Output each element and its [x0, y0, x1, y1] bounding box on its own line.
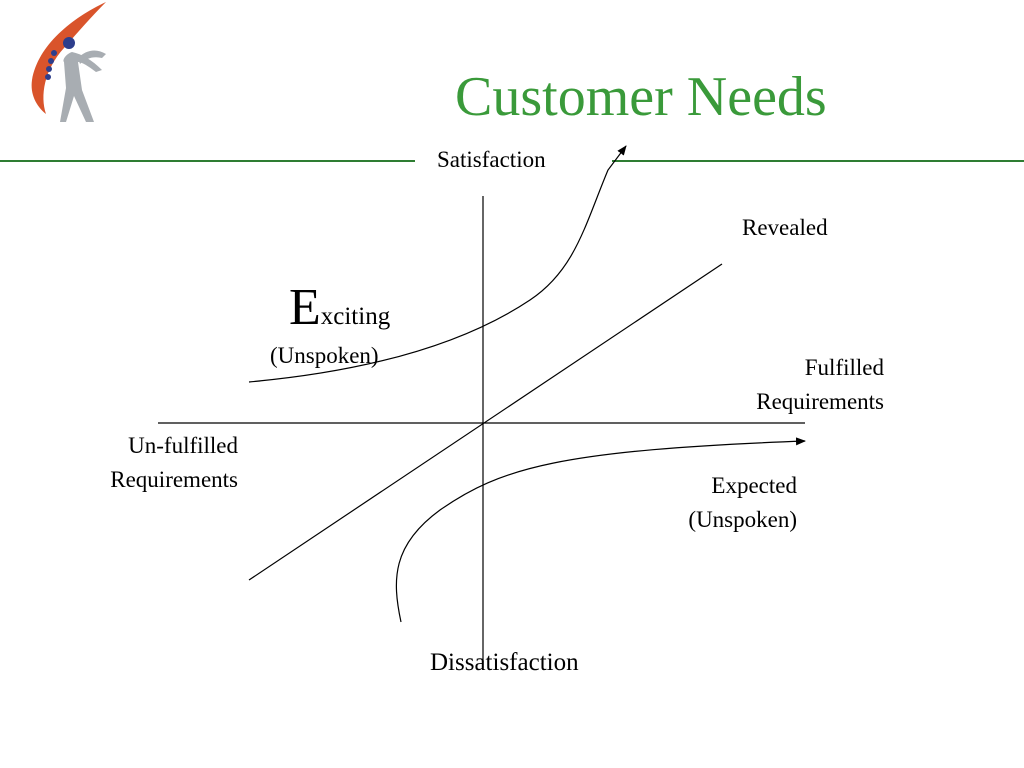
axis-label-unfulfilled-line2: Requirements — [110, 467, 238, 492]
expected-label-line2: (Unspoken) — [688, 507, 797, 532]
exciting-rest: xciting — [320, 303, 391, 330]
axis-label-dissatisfaction: Dissatisfaction — [430, 649, 579, 676]
axis-label-unfulfilled: Un-fulfilled Requirements — [60, 429, 238, 497]
axis-label-unfulfilled-line1: Un-fulfilled — [128, 433, 238, 458]
exciting-sub-label: (Unspoken) — [270, 343, 379, 368]
axis-label-fulfilled-line2: Requirements — [756, 389, 884, 414]
expected-label: Expected (Unspoken) — [620, 469, 797, 537]
logo-dot-icon — [51, 50, 57, 56]
logo-dot-icon — [63, 37, 75, 49]
logo-figure-icon — [60, 52, 102, 122]
axis-label-satisfaction: Satisfaction — [437, 147, 546, 172]
expected-label-line1: Expected — [711, 473, 797, 498]
exciting-curve — [248, 145, 627, 383]
company-logo — [31, 2, 106, 122]
logo-swoosh-icon — [31, 2, 106, 114]
axis-label-fulfilled-line1: Fulfilled — [804, 355, 884, 380]
title-rule-left — [0, 160, 415, 162]
revealed-line — [248, 263, 723, 581]
page-title: Customer Needs — [455, 66, 827, 128]
logo-figure-arm-icon — [78, 50, 106, 64]
exciting-initial: E — [289, 279, 321, 336]
exciting-label: Exciting — [289, 282, 390, 334]
expected-curve — [395, 437, 806, 623]
logo-dot-icon — [45, 74, 51, 80]
revealed-label: Revealed — [742, 215, 828, 240]
logo-dot-icon — [48, 58, 54, 64]
title-rule-right — [612, 160, 1024, 162]
logo-dot-icon — [46, 66, 52, 72]
axis-label-fulfilled: Fulfilled Requirements — [700, 351, 884, 419]
